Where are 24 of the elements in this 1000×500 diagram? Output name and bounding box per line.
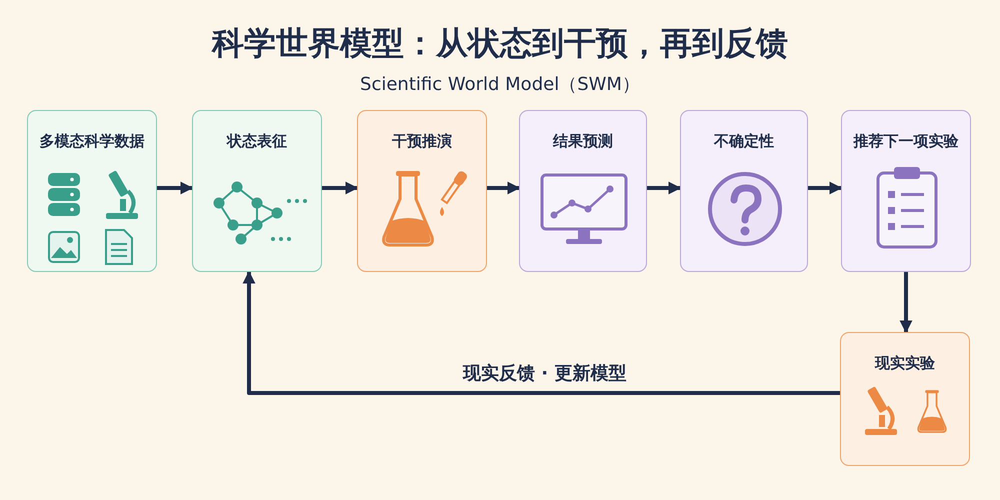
arrow — [242, 270, 840, 395]
arrow — [322, 182, 358, 194]
node-title: 结果预测 — [553, 132, 613, 151]
edge-label: 现实反馈 · 更新模型 — [462, 362, 628, 385]
arrow — [900, 272, 912, 334]
diagram-title: 科学世界模型：从状态到干预，再到反馈 — [212, 23, 788, 64]
node-title: 现实实验 — [875, 354, 935, 373]
arrow — [157, 182, 194, 194]
node-title: 不确定性 — [714, 132, 774, 151]
process-card — [192, 110, 322, 272]
node-title: 推荐下一项实验 — [854, 132, 958, 151]
node-title: 多模态科学数据 — [40, 132, 144, 151]
arrow — [647, 182, 682, 194]
process-card — [357, 110, 487, 272]
process-card — [680, 110, 808, 272]
process-card — [841, 110, 971, 272]
node-title: 干预推演 — [392, 132, 452, 151]
process-card — [27, 110, 157, 272]
subtitle: Scientific World Model（SWM） — [360, 73, 640, 96]
arrow — [808, 182, 842, 194]
process-card — [840, 332, 970, 466]
process-card — [519, 110, 647, 272]
node-title: 状态表征 — [227, 132, 287, 151]
arrow — [487, 182, 520, 194]
